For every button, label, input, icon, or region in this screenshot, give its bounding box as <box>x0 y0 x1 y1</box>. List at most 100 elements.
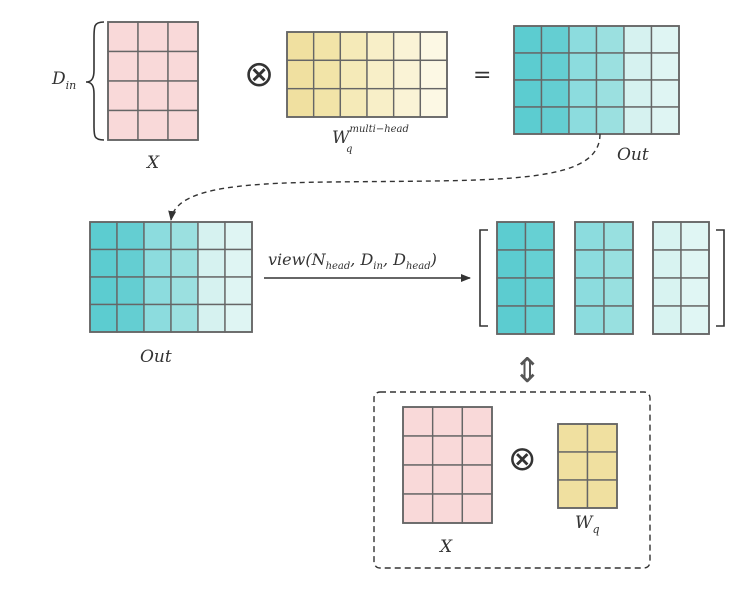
matrix-cell <box>431 406 464 437</box>
matrix-frame <box>652 221 710 335</box>
matrix-cell <box>339 87 368 118</box>
head-matrix-3 <box>652 221 710 335</box>
equivalence-arrow: ⇕ <box>513 351 542 391</box>
x-input-matrix <box>107 21 199 141</box>
matrix-cell <box>312 59 342 90</box>
matrix-cell <box>574 277 605 307</box>
matrix-cell <box>540 106 570 135</box>
matrix-cell <box>513 25 543 54</box>
matrix-cell <box>623 25 653 54</box>
matrix-cell <box>461 406 493 437</box>
matrix-cell <box>652 277 682 307</box>
matrix-cell <box>197 248 226 278</box>
matrix-frame <box>496 221 555 335</box>
matrix-cell <box>392 59 422 90</box>
matrix-cell <box>623 52 653 81</box>
matrix-cell <box>461 435 493 466</box>
matrix-cell <box>680 221 710 251</box>
matrix-cell <box>540 79 570 108</box>
left-bracket <box>479 229 488 327</box>
matrix-cell <box>574 221 605 251</box>
matrix-cell <box>116 221 145 251</box>
matrix-cell <box>568 25 598 54</box>
matrix-frame <box>107 21 199 141</box>
x-input-matrix-single-head <box>402 406 493 524</box>
matrix-cell <box>524 221 555 251</box>
matrix-cell <box>650 25 680 54</box>
matrix-cell <box>595 106 625 135</box>
matrix-cell <box>652 249 682 279</box>
matrix-cell <box>143 248 172 278</box>
matrix-cell <box>197 221 226 251</box>
matrix-frame <box>286 31 448 118</box>
matrix-cell <box>116 248 145 278</box>
matrix-cell <box>89 303 118 333</box>
matrix-cell <box>574 305 605 335</box>
matrix-cell <box>557 423 589 453</box>
wq-single-head-label: Wq <box>575 513 600 536</box>
matrix-cell <box>586 451 618 481</box>
matrix-cell <box>366 59 395 90</box>
dashed-reshape-arrow <box>168 133 601 221</box>
matrix-cell <box>652 221 682 251</box>
matrix-cell <box>496 221 527 251</box>
matrix-frame <box>513 25 680 135</box>
matrix-cell <box>557 451 589 481</box>
matrix-cell <box>339 31 368 62</box>
matrix-cell <box>224 303 253 333</box>
matrix-cell <box>595 25 625 54</box>
matrix-cell <box>595 52 625 81</box>
matrix-cell <box>286 87 315 118</box>
matrix-cell <box>568 52 598 81</box>
matrix-cell <box>286 59 315 90</box>
matrix-cell <box>574 249 605 279</box>
matrix-cell <box>680 305 710 335</box>
matrix-cell <box>143 221 172 251</box>
matrix-cell <box>107 80 139 112</box>
matrix-cell <box>419 31 448 62</box>
view-reshape-label: view(Nhead, Din, Dhead) <box>268 250 437 272</box>
head-matrix-1 <box>496 221 555 335</box>
matrix-cell <box>586 423 618 453</box>
matrix-cell <box>603 249 634 279</box>
matrix-cell <box>167 50 199 82</box>
matrix-cell <box>680 249 710 279</box>
wq-multi-head-matrix <box>286 31 448 118</box>
matrix-cell <box>197 303 226 333</box>
matrix-cell <box>652 305 682 335</box>
matrix-cell <box>603 305 634 335</box>
matrix-cell <box>419 59 448 90</box>
matrix-cell <box>513 52 543 81</box>
right-bracket <box>716 229 725 327</box>
d-in-label: Din <box>51 69 76 92</box>
d-in-brace <box>85 21 105 141</box>
matrix-cell <box>402 406 434 437</box>
matrix-cell <box>392 87 422 118</box>
matrix-cell <box>107 109 139 141</box>
matrix-cell <box>89 276 118 306</box>
matrix-cell <box>568 79 598 108</box>
x-label: X <box>145 153 160 173</box>
equals-sign: = <box>473 63 491 88</box>
matrix-cell <box>557 479 589 509</box>
matrix-frame <box>574 221 634 335</box>
x-single-head-label: X <box>438 537 453 557</box>
matrix-cell <box>116 303 145 333</box>
matrix-frame <box>402 406 493 524</box>
output-matrix-top <box>513 25 680 135</box>
matrix-cell <box>586 479 618 509</box>
matrix-cell <box>286 31 315 62</box>
matrix-cell <box>680 277 710 307</box>
matrix-cell <box>116 276 145 306</box>
matrix-cell <box>513 79 543 108</box>
matrix-cell <box>224 221 253 251</box>
matrix-cell <box>496 305 527 335</box>
matrix-cell <box>224 248 253 278</box>
matrix-cell <box>137 109 169 141</box>
matrix-frame <box>557 423 618 509</box>
matrix-cell <box>137 50 169 82</box>
matrix-cell <box>568 106 598 135</box>
matrix-cell <box>170 248 199 278</box>
